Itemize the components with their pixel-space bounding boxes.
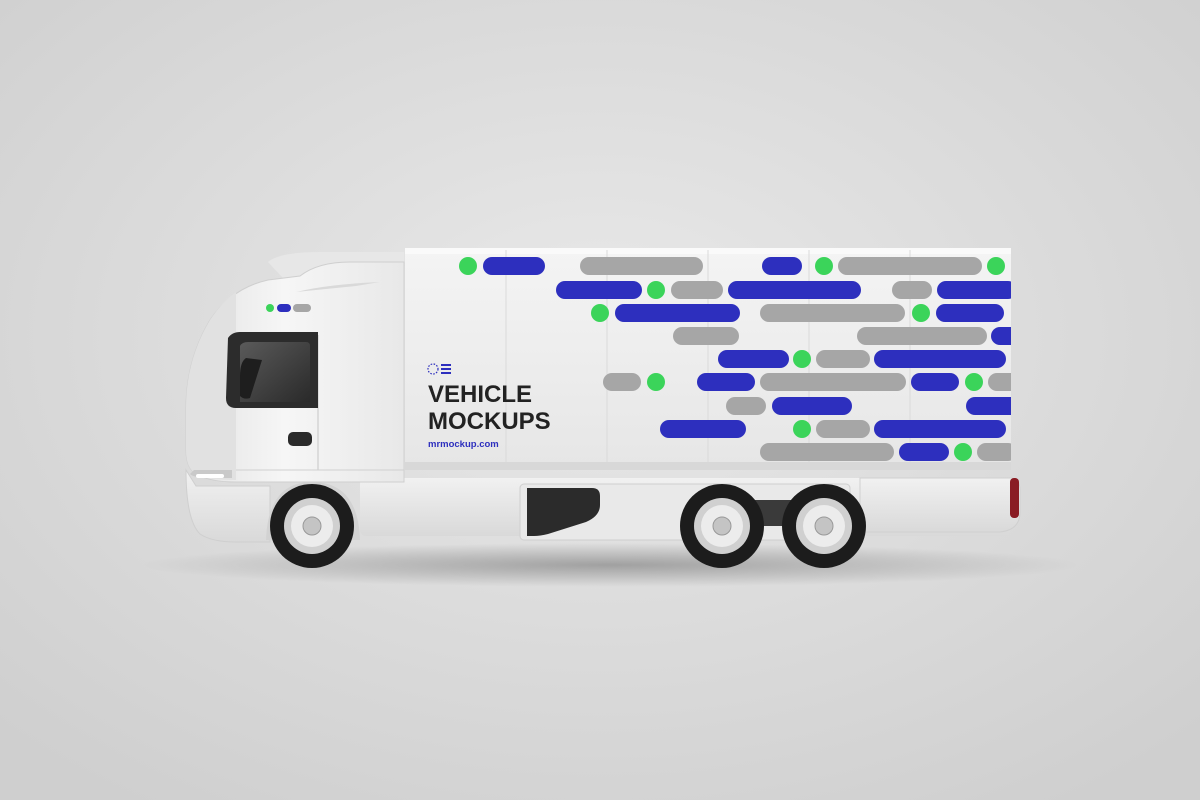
logo-mark-icon xyxy=(427,363,451,375)
cab-roof-pattern xyxy=(266,304,311,312)
website-text: mrmockup.com xyxy=(428,439,499,450)
wheel-front xyxy=(266,482,360,568)
box-graphic-pattern xyxy=(459,257,1011,461)
wheel-rear-2 xyxy=(782,484,866,568)
tail-light xyxy=(1010,478,1019,518)
wheel-rear-1 xyxy=(680,484,764,568)
cab xyxy=(185,252,405,543)
headline-line-1: VEHICLE xyxy=(428,381,532,408)
battery-box xyxy=(527,488,600,536)
headline-line-2: MOCKUPS xyxy=(428,408,551,435)
